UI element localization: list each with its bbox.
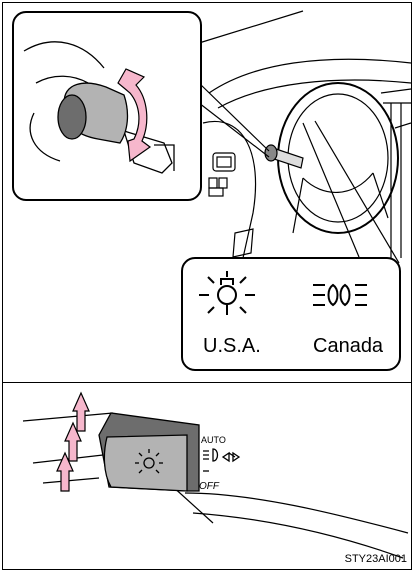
knob-closeup-inset <box>12 11 202 201</box>
turn-arrows <box>57 393 89 491</box>
canada-sidelight-icon <box>313 285 367 305</box>
canada-label: Canada <box>313 335 383 358</box>
symbol-callout: U.S.A. Canada <box>181 257 401 371</box>
figure-code: STY23AI001 <box>345 553 407 565</box>
up-arrow-icon <box>73 393 89 431</box>
stalk-symbols <box>203 449 239 471</box>
headlight-knob <box>58 83 127 143</box>
lever-knob <box>99 413 199 491</box>
lever-illustration <box>3 383 412 570</box>
knob-closeup-drawing <box>14 13 202 201</box>
usa-headlight-icon <box>199 271 255 315</box>
auto-label: AUTO <box>201 435 226 445</box>
usa-label: U.S.A. <box>203 335 261 358</box>
figure-frame: U.S.A. Canada <box>2 2 412 570</box>
turn-indicator-icon <box>223 453 239 461</box>
sidelight-small-icon <box>203 449 218 461</box>
off-label: OFF <box>199 481 219 492</box>
symbol-row <box>183 265 399 327</box>
